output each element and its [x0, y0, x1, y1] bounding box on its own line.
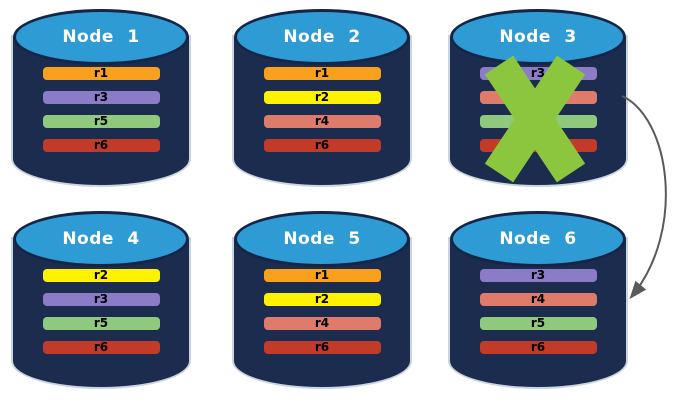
- replica-label: r5: [530, 316, 546, 330]
- node-cylinder-1: Node 1 r1 r3 r5 r6: [13, 9, 189, 185]
- node-title: Node 1: [62, 27, 140, 47]
- node-title: Node 4: [62, 229, 140, 249]
- replica-label: r5: [93, 316, 109, 330]
- replica-label: r2: [93, 268, 109, 282]
- replica-label: r2: [314, 292, 330, 306]
- arrow-curve: [621, 95, 667, 300]
- cylinder-top: Node 5: [234, 211, 410, 267]
- replica-bar-stack: r1 r3 r5 r6: [13, 67, 189, 152]
- replica-label: r1: [93, 66, 109, 80]
- replica-label: r3: [93, 292, 109, 306]
- replica-label: r6: [530, 340, 546, 354]
- replica-label: r3: [530, 66, 546, 80]
- replica-bar: r6: [479, 340, 597, 354]
- node-title: Node 2: [283, 27, 361, 47]
- replica-bar-stack: r3 r4 r5 r6: [450, 269, 626, 354]
- node-cylinder-2: Node 2 r1 r2 r4 r6: [234, 9, 410, 185]
- replica-bar: r5: [479, 316, 597, 330]
- replica-bar: r5: [42, 114, 160, 128]
- replica-label: r4: [314, 316, 330, 330]
- replica-bar-stack: r2 r3 r5 r6: [13, 269, 189, 354]
- x-stroke: [484, 55, 586, 183]
- node-title: Node 6: [499, 229, 577, 249]
- replica-bar: r2: [42, 268, 160, 282]
- replica-label: r6: [93, 138, 109, 152]
- failure-x-icon: [484, 55, 586, 183]
- replica-bar: r6: [42, 138, 160, 152]
- cylinder-top: Node 3: [450, 9, 626, 65]
- replica-bar: r1: [263, 66, 381, 80]
- replica-label: r2: [314, 90, 330, 104]
- replica-label: r3: [93, 90, 109, 104]
- replica-label: r1: [314, 268, 330, 282]
- node-cylinder-6: Node 6 r3 r4 r5 r6: [450, 211, 626, 387]
- replica-label: r3: [530, 268, 546, 282]
- replica-bar: r3: [42, 90, 160, 104]
- cylinder-top: Node 2: [234, 9, 410, 65]
- cylinder-top: Node 4: [13, 211, 189, 267]
- cylinder-top: Node 6: [450, 211, 626, 267]
- node-cylinder-5: Node 5 r1 r2 r4 r6: [234, 211, 410, 387]
- replica-bar: r4: [479, 292, 597, 306]
- replica-label: r6: [314, 138, 330, 152]
- replica-bar-stack: r1 r2 r4 r6: [234, 67, 410, 152]
- replica-bar: r6: [263, 138, 381, 152]
- replica-label: r6: [314, 340, 330, 354]
- replica-label: r4: [530, 292, 546, 306]
- replica-bar: r2: [263, 90, 381, 104]
- node-title: Node 3: [499, 27, 577, 47]
- replica-bar: r6: [263, 340, 381, 354]
- replica-bar: r3: [42, 292, 160, 306]
- replica-bar-stack: r1 r2 r4 r6: [234, 269, 410, 354]
- replica-bar: r4: [263, 316, 381, 330]
- replica-label: r1: [314, 66, 330, 80]
- node-cylinder-4: Node 4 r2 r3 r5 r6: [13, 211, 189, 387]
- replica-bar: r1: [42, 66, 160, 80]
- replica-bar: r5: [42, 316, 160, 330]
- replica-bar: r1: [263, 268, 381, 282]
- node-title: Node 5: [283, 229, 361, 249]
- replica-bar: r2: [263, 292, 381, 306]
- replica-label: r6: [93, 340, 109, 354]
- replica-label: r4: [314, 114, 330, 128]
- replica-bar: r6: [42, 340, 160, 354]
- replica-label: r5: [93, 114, 109, 128]
- replica-bar: r3: [479, 268, 597, 282]
- replica-bar: r4: [263, 114, 381, 128]
- cylinder-top: Node 1: [13, 9, 189, 65]
